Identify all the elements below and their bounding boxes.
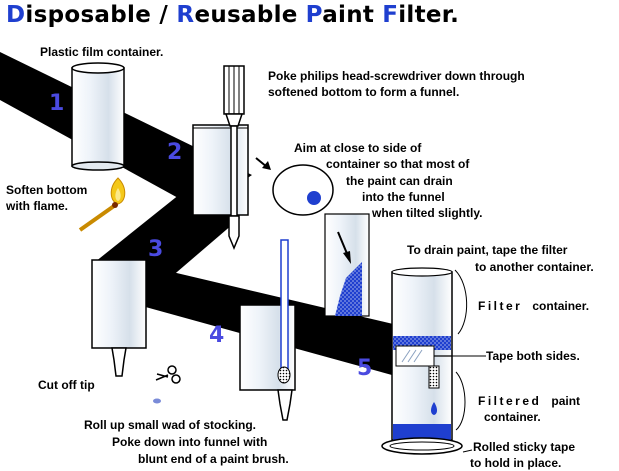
step-number-4: 4 bbox=[209, 323, 224, 348]
step-number-3: 3 bbox=[148, 237, 163, 262]
label-rolled-line-2: to hold in place. bbox=[470, 456, 562, 470]
label-tape-both: Tape both sides. bbox=[486, 349, 580, 363]
label-soften-line-1: Soften bottom bbox=[6, 183, 88, 197]
label-roll-line-2: Poke down into funnel with bbox=[112, 435, 268, 449]
label-filter-container-text: container. bbox=[532, 299, 590, 313]
label-filtered-paint: Filtered paint bbox=[478, 394, 580, 409]
label-roll-line-3: blunt end of a paint brush. bbox=[138, 452, 289, 466]
film-container-2 bbox=[192, 124, 249, 216]
flame-icon bbox=[110, 177, 126, 205]
step-number-1: 1 bbox=[49, 91, 64, 116]
label-filtered-paint-text: paint bbox=[551, 394, 581, 408]
label-filter-word: Filter bbox=[478, 299, 523, 313]
screwdriver-icon bbox=[223, 65, 245, 250]
label-roll-line-1: Roll up small wad of stocking. bbox=[84, 418, 257, 432]
arrow-icon bbox=[255, 157, 271, 170]
title-cap-r: R bbox=[176, 2, 195, 28]
label-filtered-word: Filtered bbox=[478, 394, 542, 408]
title-cap-d: D bbox=[6, 2, 26, 28]
label-plastic-film: Plastic film container. bbox=[40, 45, 164, 59]
stacked-containers bbox=[381, 267, 463, 455]
label-rolled-line-1: Rolled sticky tape bbox=[473, 440, 576, 454]
label-filtered-container: container. bbox=[484, 410, 541, 424]
path-segment-1 bbox=[0, 52, 252, 210]
title-word-1: isposable / bbox=[25, 2, 177, 28]
label-cut-tip: Cut off tip bbox=[38, 378, 95, 392]
label-aim-line-4: into the funnel bbox=[362, 190, 445, 204]
label-filter-container: Filter container. bbox=[478, 299, 589, 314]
title-word-4: ilter. bbox=[398, 2, 460, 28]
leader-lines bbox=[442, 269, 486, 453]
title-word-2: eusable bbox=[194, 2, 298, 28]
title-cap-f: F bbox=[382, 2, 399, 28]
label-aim-line-3: the paint can drain bbox=[346, 174, 453, 188]
label-poke-line-1: Poke philips head-screwdriver down throu… bbox=[268, 69, 525, 83]
label-drain-line-2: to another container. bbox=[475, 260, 594, 274]
title-cap-p: P bbox=[305, 2, 323, 28]
tilted-container bbox=[324, 213, 370, 317]
page-title: Disposable / Reusable Paint Filter. bbox=[6, 2, 459, 28]
stocking-wad bbox=[153, 398, 161, 404]
scissors-icon bbox=[155, 365, 181, 384]
title-word-3: aint bbox=[322, 2, 375, 28]
label-aim-line-1: Aim at close to side of bbox=[294, 141, 422, 155]
label-aim-line-5: when tilted slightly. bbox=[372, 206, 483, 220]
label-drain-line-1: To drain paint, tape the filter bbox=[407, 243, 568, 257]
label-poke-line-2: softened bottom to form a funnel. bbox=[268, 85, 460, 99]
match-icon bbox=[78, 202, 118, 232]
label-aim-line-2: container so that most of bbox=[326, 157, 470, 171]
step-number-5: 5 bbox=[357, 356, 372, 381]
aim-view bbox=[272, 164, 334, 216]
film-container-3 bbox=[91, 259, 147, 377]
label-soften-line-2: with flame. bbox=[6, 199, 69, 213]
step-number-2: 2 bbox=[167, 140, 182, 165]
film-container-4 bbox=[239, 239, 296, 421]
film-container-1 bbox=[71, 62, 125, 171]
